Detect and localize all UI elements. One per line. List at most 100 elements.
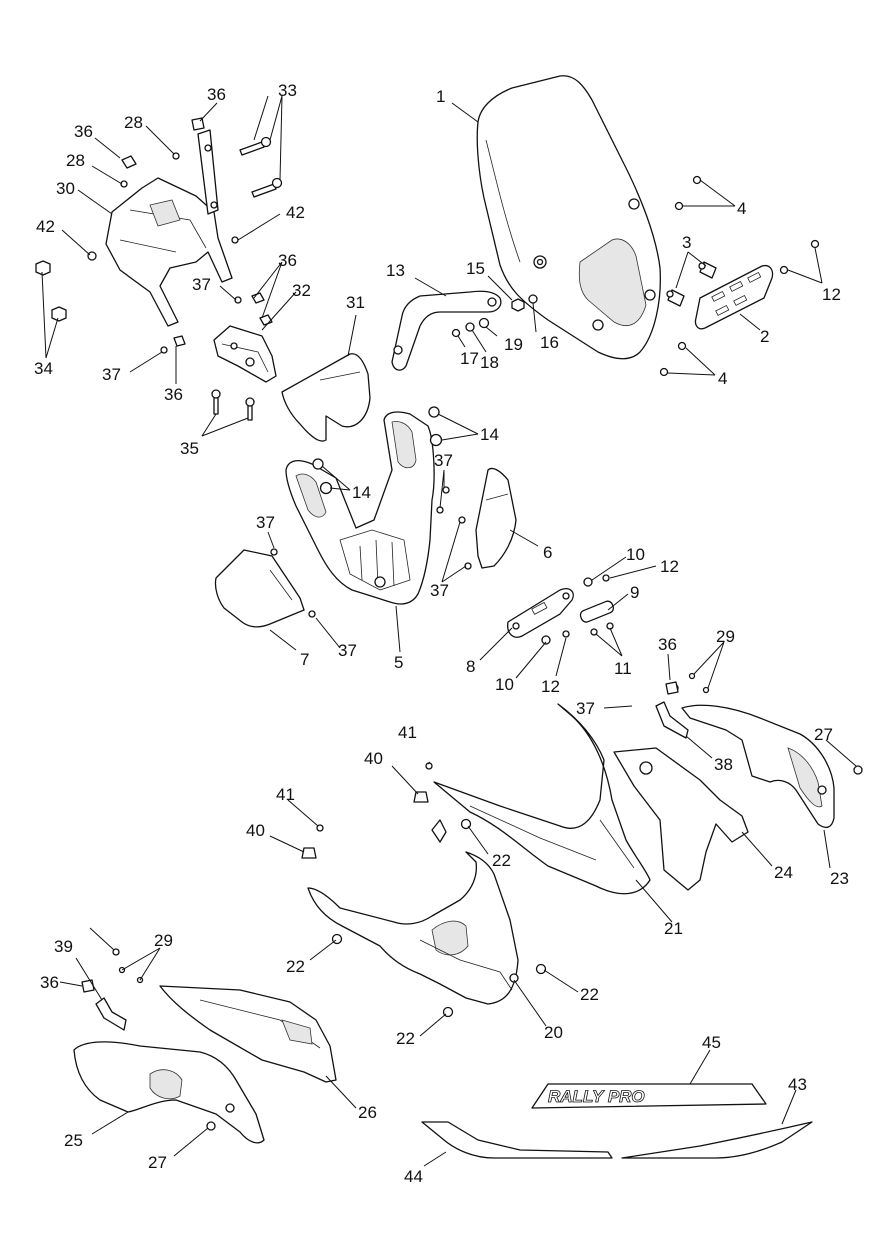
- callout-37: 37: [338, 641, 357, 660]
- callout-36: 36: [278, 251, 297, 270]
- callout-41: 41: [276, 785, 295, 804]
- callout-41: 41: [398, 723, 417, 742]
- screen-adjuster-plate: [694, 264, 774, 330]
- callout-22: 22: [396, 1029, 415, 1048]
- front-beak: [307, 819, 519, 1005]
- callout-44: 44: [404, 1167, 423, 1186]
- callout-20: 20: [544, 1023, 563, 1042]
- callout-40: 40: [246, 821, 265, 840]
- bolt-33: [239, 136, 283, 198]
- callout-12: 12: [822, 285, 841, 304]
- leader-lines: [41, 95, 857, 1167]
- callout-36: 36: [658, 635, 677, 654]
- callout-32: 32: [292, 281, 311, 300]
- callout-26: 26: [358, 1103, 377, 1122]
- screw-37: [270, 486, 472, 618]
- grommet-14: [312, 406, 443, 495]
- front-mudguard-upper: [433, 703, 651, 895]
- callout-16: 16: [540, 333, 559, 352]
- fixings-29-36: [665, 672, 710, 695]
- callout-22: 22: [492, 851, 511, 870]
- callout-10: 10: [495, 675, 514, 694]
- clips-40-41: [301, 762, 433, 859]
- callout-37: 37: [102, 365, 121, 384]
- callout-12: 12: [660, 557, 679, 576]
- callout-37: 37: [430, 581, 449, 600]
- small-fixings-10-12: [541, 574, 614, 645]
- callout-5: 5: [394, 653, 403, 672]
- callout-labels: 1 2 3 4 4 5 6 7 8 9 10 10 11 12 12 12 13…: [34, 81, 849, 1186]
- rally-pro-decal: RALLY PRO: [531, 1083, 767, 1109]
- washer-12: [779, 239, 820, 275]
- front-fairing-right: [681, 704, 835, 829]
- callout-27: 27: [148, 1153, 167, 1172]
- small-fixings: [87, 117, 273, 354]
- headlight-surround: [285, 411, 435, 605]
- windscreen: [476, 75, 661, 360]
- callout-4: 4: [737, 199, 746, 218]
- callout-18: 18: [480, 353, 499, 372]
- screen-stay: [391, 290, 502, 371]
- callout-28: 28: [124, 113, 143, 132]
- callout-2: 2: [760, 327, 769, 346]
- callout-37: 37: [256, 513, 275, 532]
- callout-39: 39: [54, 937, 73, 956]
- callout-12: 12: [541, 677, 560, 696]
- side-panel-right: [475, 467, 517, 569]
- fairing-mount-bracket: [105, 129, 233, 327]
- rubber-pad: [579, 600, 615, 623]
- callout-3: 3: [682, 233, 691, 252]
- callout-38: 38: [714, 755, 733, 774]
- screw-27: [206, 765, 863, 1131]
- callout-29: 29: [154, 931, 173, 950]
- callout-35: 35: [180, 439, 199, 458]
- callout-21: 21: [664, 919, 683, 938]
- callout-22: 22: [580, 985, 599, 1004]
- callout-13: 13: [386, 261, 405, 280]
- callout-11: 11: [614, 659, 632, 678]
- callout-19: 19: [504, 335, 523, 354]
- adjuster-knob: [666, 261, 717, 307]
- callout-36: 36: [40, 973, 59, 992]
- stripe-decal-right: [621, 1121, 813, 1159]
- screw-4: [659, 175, 702, 377]
- callout-15: 15: [466, 259, 485, 278]
- nut-34: [35, 260, 67, 322]
- callout-42: 42: [36, 217, 55, 236]
- front-fairing-left: [73, 1041, 265, 1144]
- bolt-35: [211, 389, 255, 421]
- bracket-39: [81, 948, 144, 1031]
- upper-center-panel: [281, 353, 371, 442]
- callout-31: 31: [346, 293, 365, 312]
- callout-29: 29: [716, 627, 735, 646]
- lower-mount-bracket: [213, 325, 277, 383]
- callout-6: 6: [543, 543, 552, 562]
- callout-37: 37: [192, 275, 211, 294]
- callout-17: 17: [460, 349, 479, 368]
- callout-23: 23: [830, 869, 849, 888]
- stripe-decal-left: [421, 1121, 613, 1159]
- callout-34: 34: [34, 359, 53, 378]
- callout-37: 37: [576, 699, 595, 718]
- callout-22: 22: [286, 957, 305, 976]
- callout-36: 36: [207, 85, 226, 104]
- callout-4: 4: [718, 369, 727, 388]
- callout-45: 45: [702, 1033, 721, 1052]
- callout-10: 10: [626, 545, 645, 564]
- callout-14: 14: [352, 483, 371, 502]
- callout-25: 25: [64, 1131, 83, 1150]
- callout-7: 7: [300, 650, 309, 669]
- decal-logo-text: RALLY PRO: [548, 1087, 645, 1106]
- callout-9: 9: [630, 583, 639, 602]
- callout-1: 1: [436, 87, 445, 106]
- callout-30: 30: [56, 179, 75, 198]
- callout-27: 27: [814, 725, 833, 744]
- side-panel-left: [214, 549, 305, 628]
- hardware-15-19: [451, 294, 538, 338]
- callout-33: 33: [278, 81, 297, 100]
- callout-43: 43: [788, 1075, 807, 1094]
- callout-36: 36: [74, 122, 93, 141]
- callout-24: 24: [774, 863, 793, 882]
